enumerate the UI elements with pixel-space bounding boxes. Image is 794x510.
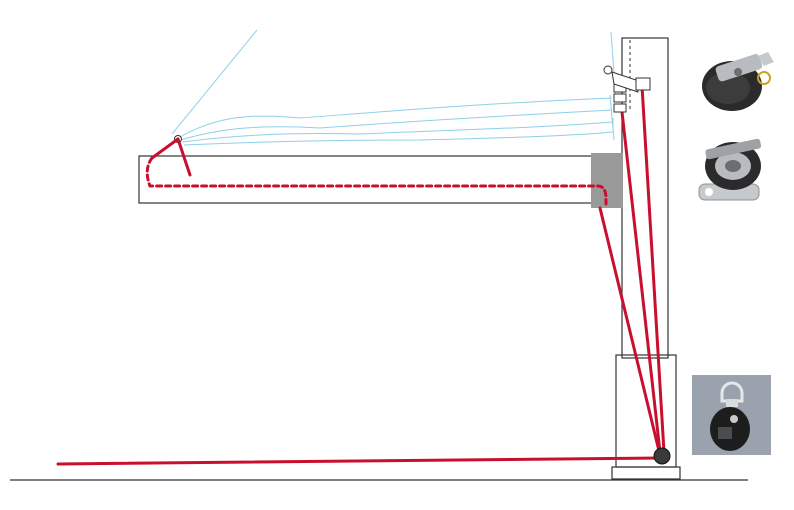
reef-hook-2 [613, 93, 627, 103]
line-inside-boom [145, 156, 608, 206]
mast-cheek-block [635, 77, 651, 91]
mast-shackle-icon [603, 65, 613, 75]
sail-fold-2 [179, 109, 613, 141]
line-mast-to-base-2 [640, 84, 666, 454]
line-clew-tail [176, 137, 192, 177]
base-turning-block-icon [653, 447, 671, 465]
line-clew-to-boom [150, 137, 180, 160]
line-mast-to-base-1 [620, 110, 662, 454]
sail-foot [183, 118, 614, 146]
sail-fold-3 [181, 121, 613, 143]
sail-leech [171, 29, 258, 135]
swivel-block-photo-icon [692, 375, 771, 455]
mast-block-bracket [611, 71, 639, 93]
mainsail [171, 29, 617, 146]
line-lead-aft [56, 456, 662, 466]
boom [138, 155, 596, 204]
line-boom-to-base-block [598, 206, 662, 457]
reefing-line [56, 80, 666, 466]
sail-luff-edge [609, 94, 615, 141]
double-block-with-becket-icon [702, 52, 774, 111]
sail-fold-1 [177, 97, 613, 139]
mast-reef-fittings [603, 65, 651, 113]
reef-hook-3 [613, 103, 627, 113]
cheek-block-icon [698, 138, 762, 201]
mast-base-plate [611, 466, 681, 480]
